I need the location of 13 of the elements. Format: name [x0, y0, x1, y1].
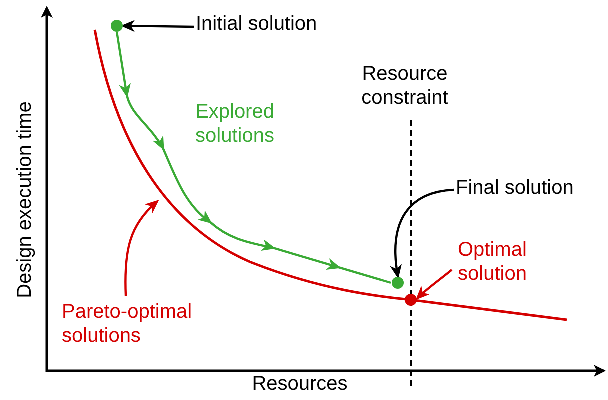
axis-label: Design execution time: [13, 100, 37, 300]
callout-text: Optimal solution: [458, 238, 568, 292]
arrow: [121, 20, 194, 32]
annotation-text: Resource constraint: [360, 62, 450, 110]
annotation-text: Explored solutions: [194, 100, 276, 148]
leader-arrow: [124, 200, 160, 296]
callout-text: Final solution: [456, 176, 606, 204]
leader-arrow: [390, 188, 454, 279]
callout-text: Pareto-optimal solutions: [62, 300, 212, 354]
callout-text: Initial solution: [196, 12, 356, 42]
leader-arrow: [416, 269, 453, 300]
arrow: [116, 32, 392, 284]
axis-label: Resources: [251, 372, 349, 396]
